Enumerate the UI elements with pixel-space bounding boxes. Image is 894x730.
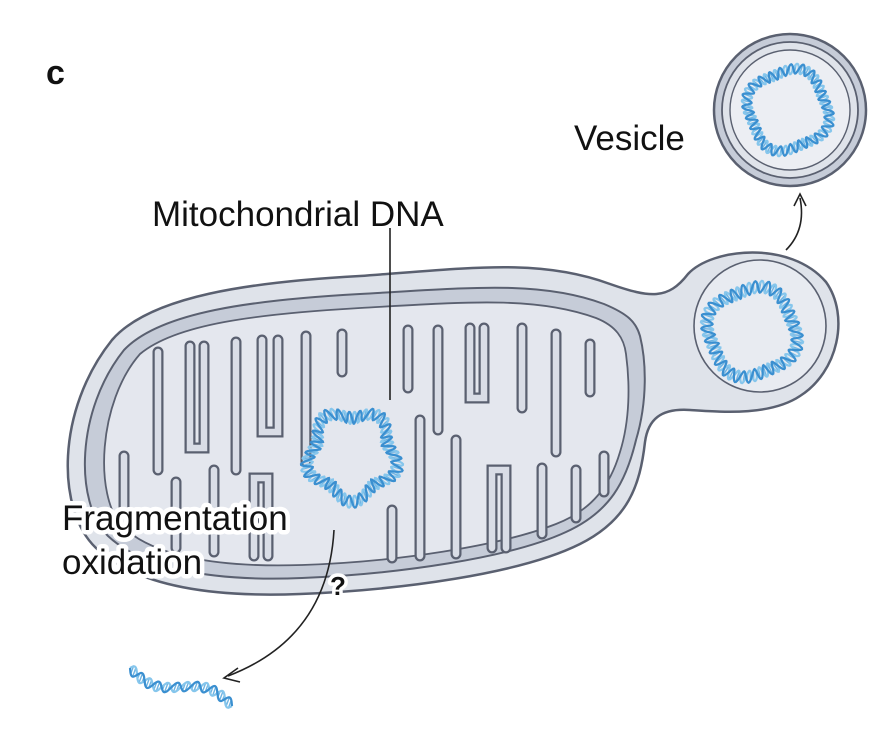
mitochondrion bbox=[66, 251, 840, 596]
cristae-top bbox=[152, 322, 596, 476]
mtdna-ring-budding-vesicle bbox=[699, 279, 805, 385]
budding-vesicle bbox=[693, 259, 827, 393]
vesicle-label: Vesicle bbox=[574, 119, 685, 158]
mtdna-ring-released-vesicle bbox=[740, 62, 836, 158]
release-arrow bbox=[785, 192, 807, 251]
oxidation-label: oxidation bbox=[62, 543, 202, 582]
cristae-bottom bbox=[118, 414, 610, 564]
fragmentation-arrow bbox=[222, 529, 335, 683]
mtdna-ring-matrix bbox=[299, 407, 405, 509]
fragmentation-label: Fragmentation bbox=[62, 499, 288, 538]
panel-label: c bbox=[46, 54, 65, 92]
mitochondrial-dna-label: Mitochondrial DNA bbox=[152, 195, 444, 234]
fragmented-dna-icon bbox=[128, 665, 234, 709]
released-vesicle bbox=[712, 32, 868, 188]
question-mark: ? bbox=[330, 571, 346, 601]
